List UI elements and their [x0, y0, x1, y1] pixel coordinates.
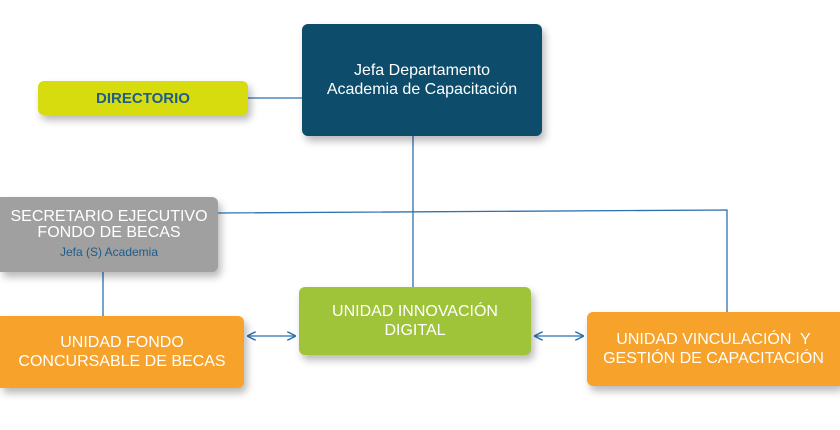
unidad-innovacion-box: UNIDAD INNOVACIÓN DIGITAL: [299, 287, 531, 355]
secretario-ejecutivo-box: SECRETARIO EJECUTIVO FONDO DE BECAS Jefa…: [0, 197, 218, 272]
directorio-label: DIRECTORIO: [96, 89, 190, 107]
secretario-line1: SECRETARIO EJECUTIVO: [10, 208, 208, 225]
directorio-box: DIRECTORIO: [38, 81, 248, 115]
innovacion-line1: UNIDAD INNOVACIÓN: [332, 303, 498, 320]
jefa-line2: Academia de Capacitación: [326, 81, 518, 98]
vinculacion-line2: GESTIÓN DE CAPACITACIÓN: [603, 350, 824, 367]
secretario-line2: FONDO DE BECAS: [37, 224, 181, 241]
fondo-line1: UNIDAD FONDO: [60, 334, 184, 351]
vinculacion-line1: UNIDAD VINCULACIÓN Y: [616, 331, 811, 348]
unidad-fondo-box: UNIDAD FONDO CONCURSABLE DE BECAS: [0, 316, 244, 388]
jefa-line1: Jefa Departamento: [353, 62, 491, 79]
innovacion-line2: DIGITAL: [384, 322, 446, 339]
secretario-sub: Jefa (S) Academia: [59, 245, 159, 259]
fondo-line2: CONCURSABLE DE BECAS: [18, 353, 226, 370]
unidad-vinculacion-box: UNIDAD VINCULACIÓN Y GESTIÓN DE CAPACITA…: [587, 312, 840, 386]
jefa-departamento-box: Jefa Departamento Academia de Capacitaci…: [302, 24, 542, 136]
line-secretario-vinculacion: [217, 209, 728, 312]
